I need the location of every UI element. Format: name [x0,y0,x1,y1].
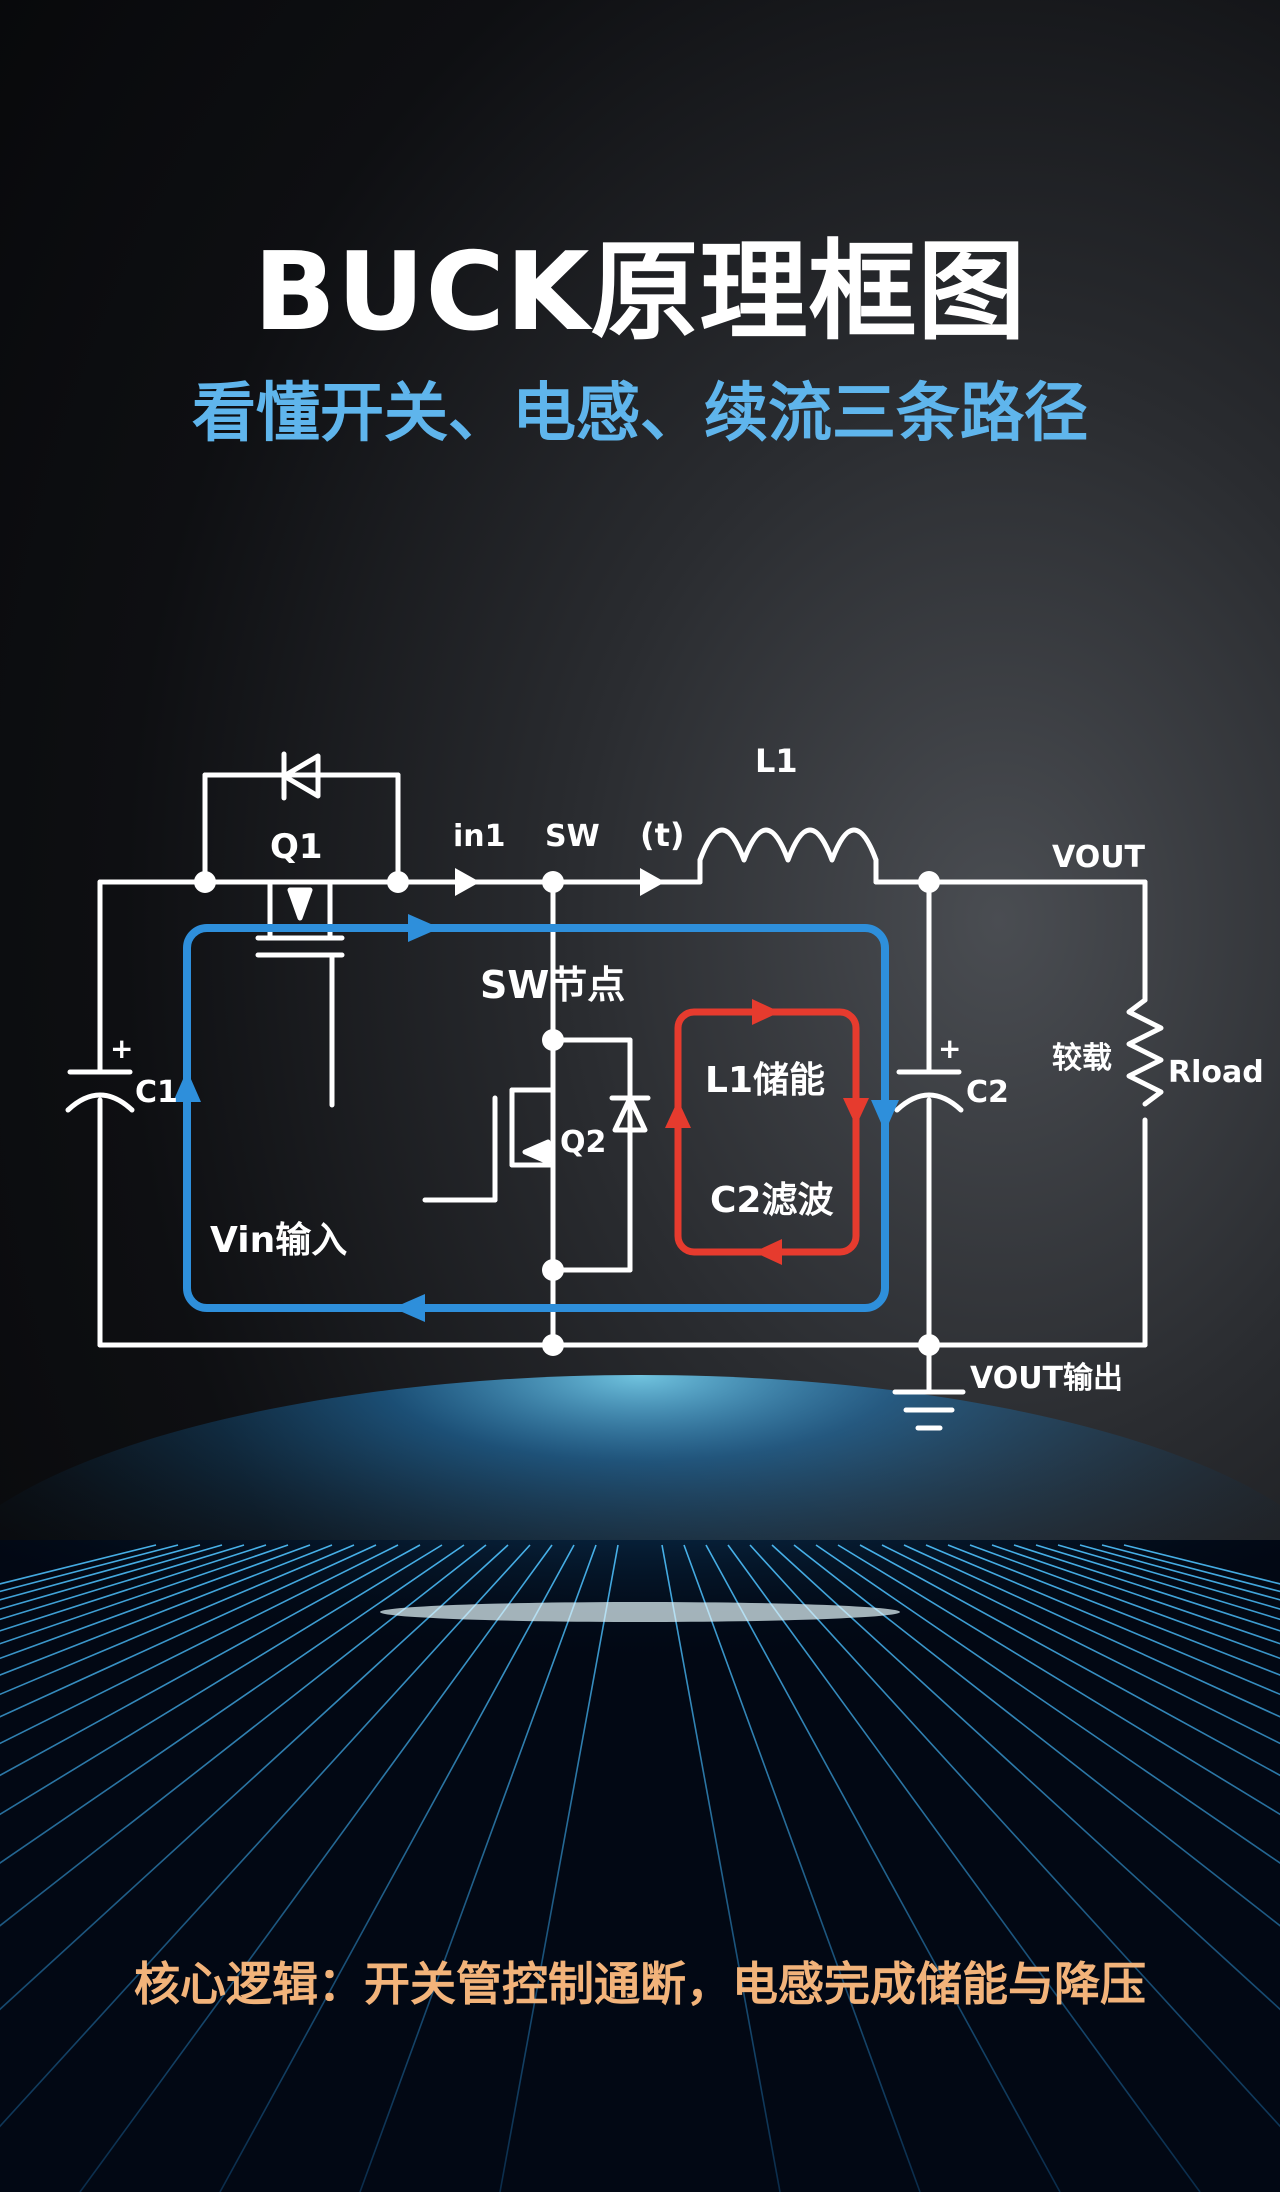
resistor-rload [1126,997,1164,1107]
circuit-nodes [194,871,940,1356]
capacitor-c2-curve [894,1092,964,1113]
blue-arrow-left [173,1070,201,1102]
label-q1: Q1 [270,827,323,867]
grid-line-vertical [0,1544,487,1927]
label-vout: VOUT [1052,840,1146,875]
label-t: (t) [640,816,685,854]
grid-line-vertical [727,1544,1201,2192]
label-c2-plus: + [938,1032,961,1065]
current-arrow-in1 [455,868,480,896]
label-l1: L1 [755,742,798,780]
grid-line-vertical [771,1544,1280,2011]
grid-line-vertical [0,1544,531,2128]
grid-line-vertical [0,1544,509,2011]
grid-line-vertical [881,1544,1280,1745]
grid-line-vertical [0,1544,421,1777]
label-q2: Q2 [560,1125,606,1160]
grid-line-vertical [0,1544,311,1660]
grid-line-vertical [0,1544,333,1676]
grid-line-vertical [793,1544,1280,1927]
blue-arrow-right [871,1100,899,1132]
grid-line-vertical [947,1544,1280,1676]
red-arrow-bottom [754,1239,782,1265]
red-arrow-left [665,1100,691,1128]
grid-line-vertical [815,1544,1280,1864]
blue-arrow-bottom [393,1294,425,1322]
grid-line-vertical [969,1544,1280,1660]
page-title: BUCK原理框图 [253,230,1027,355]
grid-line-vertical [79,1544,553,2192]
q2-arrow [522,1139,551,1165]
grid-line-vertical [0,1544,465,1864]
grid-line-vertical [749,1544,1280,2128]
label-c2-filter: C2滤波 [710,1180,833,1221]
grid-line-vertical [0,1544,399,1745]
grid-line-vertical [0,1544,355,1696]
blue-arrow-top [408,914,440,942]
grid-line-vertical [359,1544,597,2192]
label-vin-input: Vin输入 [210,1220,347,1261]
q1-arrow [287,887,313,921]
label-c1-plus: + [110,1032,133,1065]
q1-diode [281,753,321,799]
grid-line-vertical [661,1544,781,2192]
current-arrow-sw [640,868,665,896]
footer-summary: 核心逻辑：开关管控制通断，电感完成储能与降压 [134,1957,1146,2011]
grid-line-vertical [903,1544,1280,1718]
label-in1: in1 [453,819,506,854]
grid-line-vertical [925,1544,1280,1696]
label-vout-output: VOUT输出 [970,1361,1123,1396]
label-sw-node: SW节点 [480,963,625,1007]
label-c1: C1 [135,1075,178,1110]
red-arrow-top [752,999,780,1025]
grid-line-vertical [683,1544,921,2192]
inductor-l1 [697,827,879,863]
label-c2: C2 [966,1075,1009,1110]
label-l1-store: L1储能 [705,1060,825,1101]
grid-line-vertical [705,1544,1061,2192]
grid-line-vertical [837,1544,1280,1816]
grid-line-vertical [219,1544,575,2192]
grid-line-vertical [499,1544,619,2192]
grid-line-vertical [859,1544,1280,1777]
label-rload: Rload [1168,1055,1264,1090]
label-load: 较载 [1052,1041,1112,1076]
page-subtitle: 看懂开关、电感、续流三条路径 [192,377,1088,451]
q2-diode [612,1095,648,1133]
capacitor-c1-curve [65,1092,135,1113]
label-sw-top: SW [545,819,600,854]
grid-line-vertical [0,1544,377,1718]
red-arrow-right [843,1098,869,1126]
grid-line-vertical [0,1544,443,1816]
